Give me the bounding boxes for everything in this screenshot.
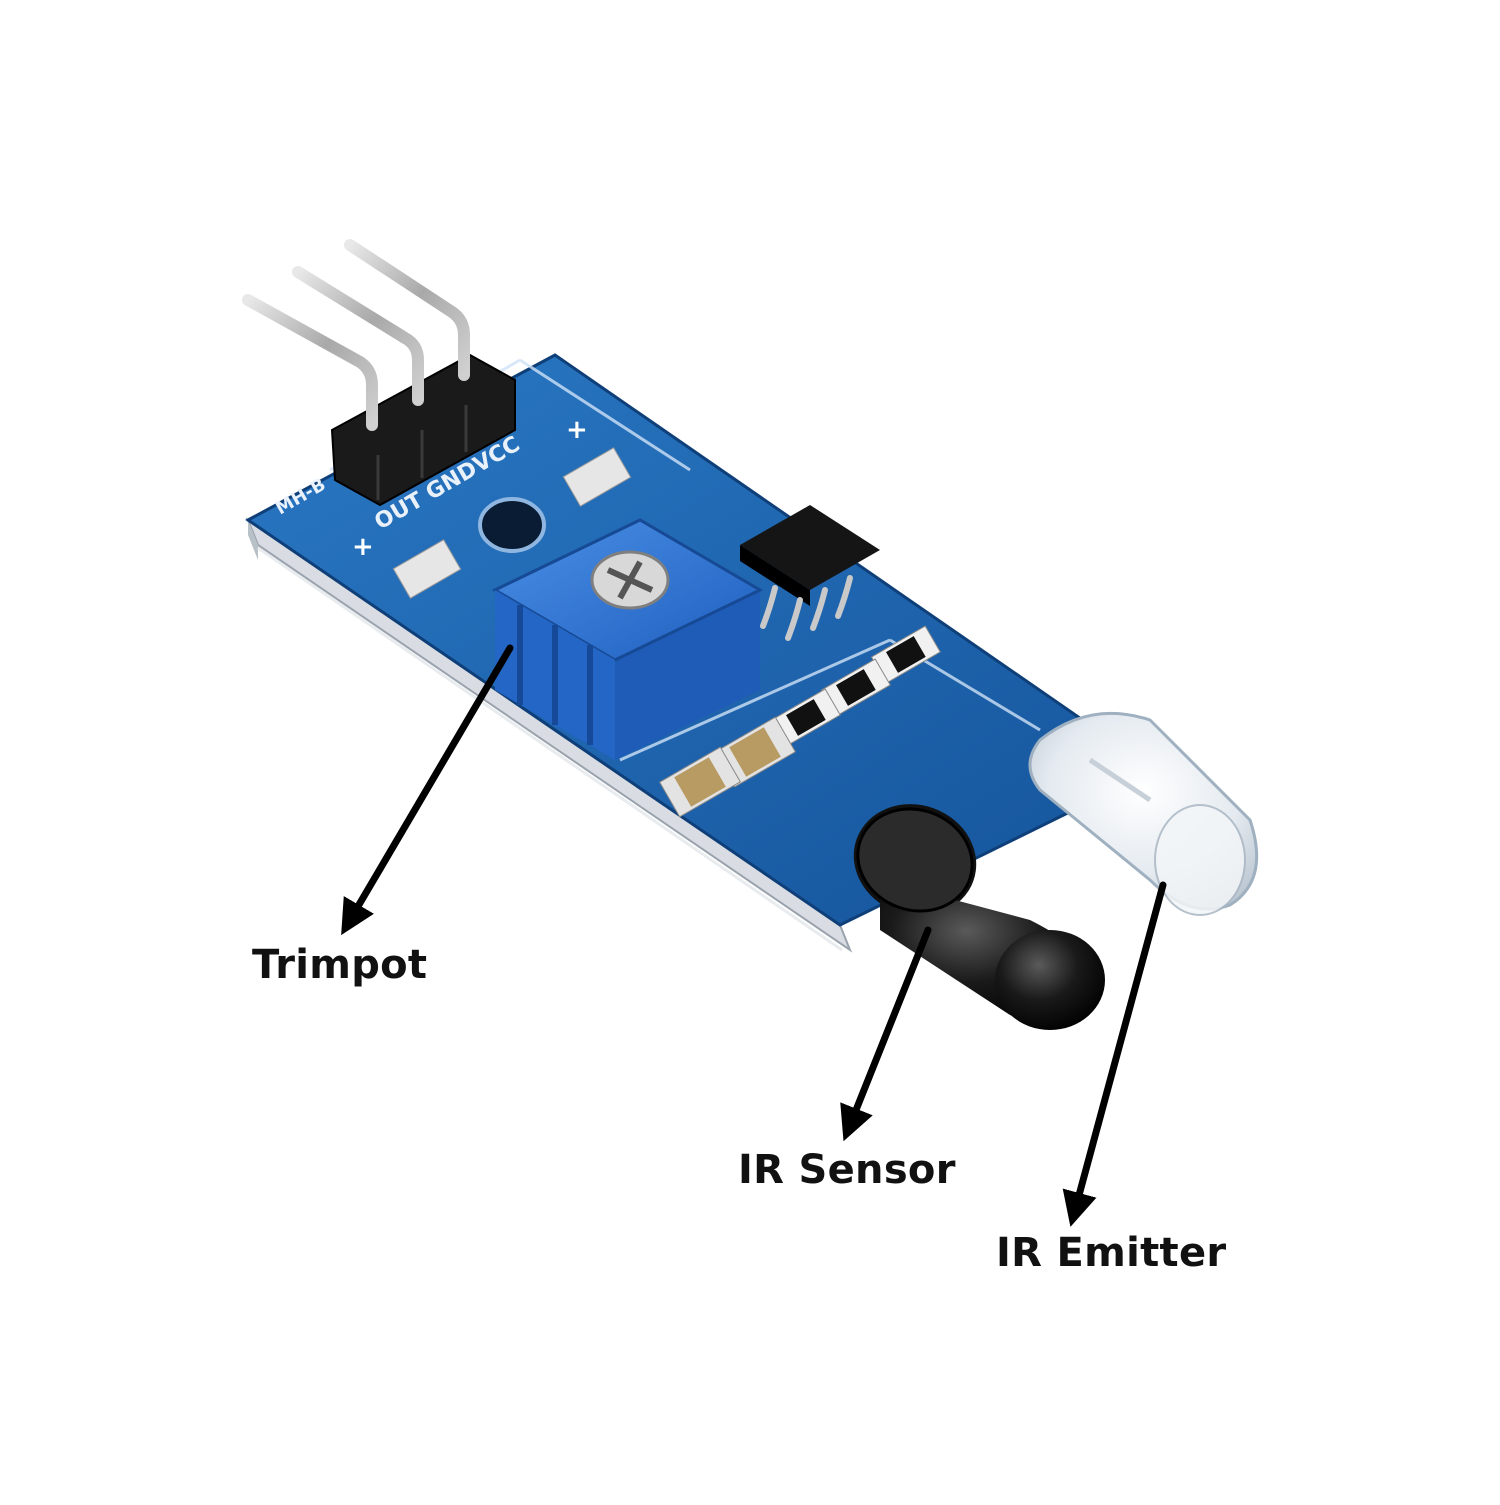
trimpot-component [491,518,764,760]
plus-left-label: + [352,532,374,562]
ir-emitter-component [1028,711,1259,916]
indicator-leds [392,447,632,599]
ir-emitter-arrow [1062,881,1167,1227]
trimpot-arrow [341,644,514,936]
comparator-ic [740,505,880,641]
smd-resistors [770,625,941,747]
callout-arrows [341,644,1167,1227]
ir-sensor-label: IR Sensor [738,1147,956,1193]
plus-right-label: + [566,415,588,445]
smd-capacitors [659,716,796,818]
ir-emitter-label: IR Emitter [996,1230,1227,1276]
mounting-hole [478,497,546,553]
ir-sensor-component [853,804,1105,1030]
header-pins [242,239,470,431]
trimpot-label: Trimpot [252,942,428,988]
ir-sensor-arrow [840,926,932,1142]
